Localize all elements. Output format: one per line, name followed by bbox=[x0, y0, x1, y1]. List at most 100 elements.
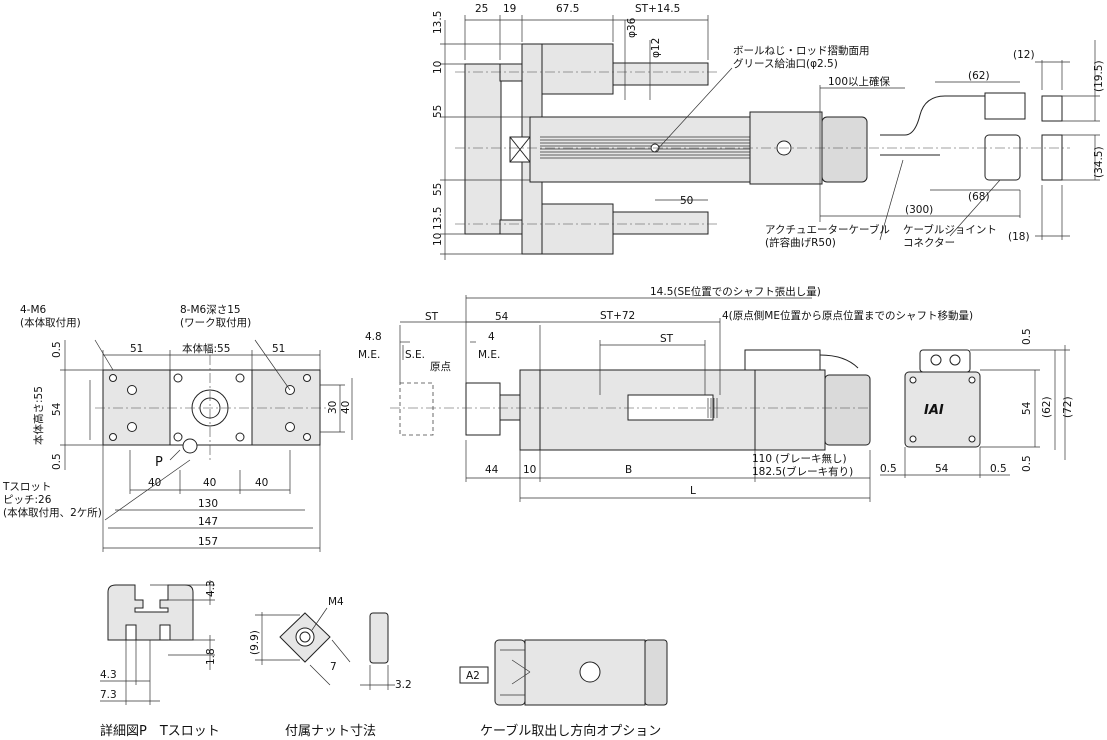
guide-plate bbox=[464, 63, 502, 235]
dim-110: 110 (ブレーキ無し) bbox=[752, 452, 847, 465]
dim-b: B bbox=[625, 464, 632, 476]
side-motor bbox=[754, 369, 826, 451]
m6-label-a: 4-M6 bbox=[20, 304, 47, 316]
dim-19-5: (19.5) bbox=[1093, 60, 1105, 92]
label-origin: 原点 bbox=[430, 361, 451, 373]
dim-50: 50 bbox=[680, 195, 693, 207]
nut-dim-9-9: (9.9) bbox=[249, 630, 261, 655]
dim-30: 30 bbox=[327, 401, 339, 414]
dim-25: 25 bbox=[475, 3, 488, 15]
nut-side bbox=[369, 612, 389, 664]
dim-13-5-top: 13.5 bbox=[432, 11, 444, 34]
end-dim-62: (62) bbox=[1041, 396, 1053, 418]
grease-label-1: ボールねじ・ロッド摺動面用 bbox=[733, 44, 870, 57]
actuator-body bbox=[529, 116, 751, 183]
dim-147: 147 bbox=[198, 516, 218, 528]
dim-40-a: 40 bbox=[148, 477, 161, 489]
side-flange bbox=[519, 369, 541, 451]
dim-side-10: 10 bbox=[523, 464, 536, 476]
front-view: 4-M6 (本体取付用) 8-M6深さ15 (ワーク取付用) 51 本体幅:55… bbox=[2, 304, 353, 552]
note-14-5: 14.5(SE位置でのシャフト張出し量) bbox=[650, 285, 821, 298]
dim-157: 157 bbox=[198, 536, 218, 548]
grease-label-2: グリース給油口(φ2.5) bbox=[733, 57, 838, 70]
option-tag-a2: A2 bbox=[466, 670, 480, 682]
dim-300: (300) bbox=[905, 204, 933, 216]
dim-54: 54 bbox=[51, 402, 63, 416]
connector-end-b bbox=[1041, 134, 1063, 181]
dim-phi12: φ12 bbox=[650, 38, 662, 58]
label-me-1: M.E. bbox=[358, 349, 380, 361]
dim-st-b: ST bbox=[660, 333, 674, 345]
dim-side-54: 54 bbox=[495, 311, 509, 323]
end-dim-0-5-a: 0.5 bbox=[880, 463, 897, 475]
dim-44: 44 bbox=[485, 464, 499, 476]
joint-label-2: コネクター bbox=[903, 237, 955, 249]
dim-100: 100以上確保 bbox=[828, 75, 891, 88]
m6d-label-b: (ワーク取付用) bbox=[180, 316, 251, 329]
top-view: 25 19 67.5 ST+14.5 φ36 φ12 13.5 10 55 55… bbox=[432, 3, 1105, 260]
dim-st-a: ST bbox=[425, 311, 439, 323]
m6-label-b: (本体取付用) bbox=[20, 316, 81, 329]
nut-m4: M4 bbox=[328, 596, 344, 608]
dim-67-5: 67.5 bbox=[556, 3, 579, 15]
dim-0-5-a: 0.5 bbox=[51, 341, 63, 358]
dim-st-14-5: ST+14.5 bbox=[635, 3, 680, 15]
nut-dim-3-2: 3.2 bbox=[395, 679, 412, 691]
end-dim-72: (72) bbox=[1062, 396, 1074, 418]
joint-label-1: ケーブルジョイント bbox=[903, 223, 997, 236]
dim-40-v: 40 bbox=[340, 401, 352, 414]
end-dim-54-h: 54 bbox=[935, 463, 949, 475]
detail-p-label: P bbox=[155, 455, 163, 470]
end-dim-0-5-top: 0.5 bbox=[1021, 328, 1033, 345]
end-view: IAI 0.5 54 (62) (72) 0.5 0.5 54 0.5 bbox=[880, 328, 1074, 478]
dim-12: (12) bbox=[1013, 49, 1035, 61]
tslot-profile bbox=[107, 584, 194, 641]
dim-13-5-bot: 13.5 bbox=[432, 207, 444, 230]
dim-18: (18) bbox=[1008, 231, 1030, 243]
side-view: ST 54 4.8 4 M.E. S.E. 原点 M.E. 14.5(SE位置で… bbox=[358, 285, 973, 502]
dim-10-bot: 10 bbox=[432, 233, 444, 246]
note-4: 4(原点側ME位置から原点位置までのシャフト移動量) bbox=[722, 309, 973, 322]
dim-l: L bbox=[690, 485, 696, 497]
detail-p-marker bbox=[182, 438, 198, 454]
label-me-2: M.E. bbox=[478, 349, 500, 361]
dim-4-8: 4.8 bbox=[365, 331, 382, 343]
cable-option-caption: ケーブル取出し方向オプション bbox=[480, 723, 661, 739]
dim-19: 19 bbox=[503, 3, 516, 15]
nut-dim-7: 7 bbox=[330, 661, 337, 673]
cable-label-1: アクチュエーターケーブル bbox=[765, 223, 890, 236]
dim-55-b: 55 bbox=[432, 183, 444, 196]
detail-dim-7-3: 7.3 bbox=[100, 689, 117, 701]
dim-body-height: 本体高さ:55 bbox=[32, 386, 45, 445]
m6d-label-a: 8-M6深さ15 bbox=[180, 304, 241, 316]
cable-label-2: (許容曲げR50) bbox=[765, 236, 836, 249]
nut-view: M4 (9.9) 7 3.2 付属ナット寸法 bbox=[249, 596, 412, 739]
end-dim-0-5-v: 0.5 bbox=[1021, 455, 1033, 472]
dim-40-c: 40 bbox=[255, 477, 268, 489]
dim-34-5: (34.5) bbox=[1093, 146, 1105, 178]
detail-dim-4-3-a: 4.3 bbox=[205, 580, 217, 597]
label-se: S.E. bbox=[405, 349, 425, 361]
end-dim-54-v: 54 bbox=[1021, 401, 1033, 415]
connector-end-a bbox=[1041, 95, 1063, 122]
dim-0-5-b: 0.5 bbox=[51, 453, 63, 470]
dim-10-top: 10 bbox=[432, 61, 444, 74]
dim-st-72: ST+72 bbox=[600, 310, 635, 322]
cable-connector-b bbox=[984, 134, 1021, 181]
dim-51-a: 51 bbox=[130, 343, 143, 355]
cable-option-view: A2 ケーブル取出し方向オプション bbox=[459, 639, 668, 739]
dim-4: 4 bbox=[488, 331, 495, 343]
dim-182-5: 182.5(ブレーキ有り) bbox=[752, 465, 853, 478]
dim-phi36: φ36 bbox=[626, 17, 638, 38]
end-dim-0-5-b: 0.5 bbox=[990, 463, 1007, 475]
dim-62: (62) bbox=[968, 70, 990, 82]
detail-dim-4-3-b: 4.3 bbox=[100, 669, 117, 681]
dim-40-b: 40 bbox=[203, 477, 216, 489]
side-end-plate bbox=[465, 382, 501, 436]
tslot-label-c: (本体取付用、2ケ所) bbox=[3, 506, 102, 519]
detail-p-view: 4.3 1.8 4.3 7.3 詳細図P Tスロット bbox=[100, 580, 220, 739]
dim-body-width: 本体幅:55 bbox=[182, 342, 230, 355]
dim-55-a: 55 bbox=[432, 105, 444, 118]
cable-connector-a bbox=[984, 92, 1026, 120]
